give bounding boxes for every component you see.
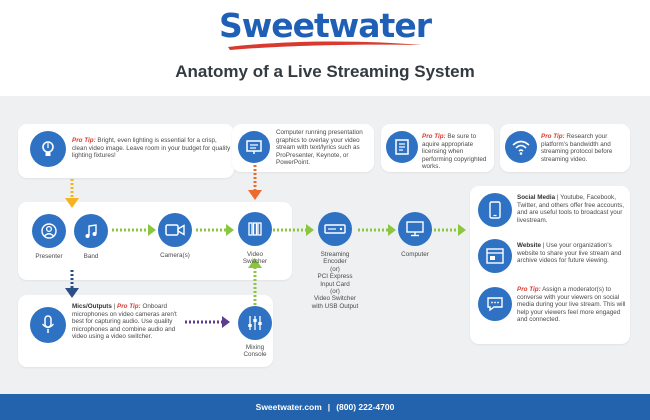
lightbulb-icon <box>30 131 66 167</box>
wifi-icon <box>505 131 537 163</box>
licensing-tip-text: Pro Tip: Be sure to aquire appropriate l… <box>422 133 492 171</box>
brand-logo: Sweetwater <box>219 6 432 45</box>
video-switcher-line-2: Switcher <box>242 258 268 266</box>
pro-tip-label: Pro Tip: <box>117 303 141 310</box>
arrow-head-orange <box>248 190 262 200</box>
separator: | <box>111 303 118 310</box>
pro-tip-label: Pro Tip: <box>541 133 565 140</box>
pro-tip-label: Pro Tip: <box>422 133 446 140</box>
document-icon <box>386 131 418 163</box>
mixing-console-label: Mixing Console <box>230 344 280 359</box>
encoder-line: (or) <box>330 288 340 296</box>
switcher-icon <box>238 212 272 246</box>
encoder-line: PCI Express <box>317 273 353 281</box>
website-heading: Website <box>517 242 542 249</box>
footer-separator: | <box>327 402 331 412</box>
presentation-icon <box>238 131 270 163</box>
music-note-icon <box>74 214 108 248</box>
browser-icon <box>478 239 512 273</box>
mixing-console-line-2: Console <box>243 351 267 359</box>
social-media-heading: Social Media <box>517 194 556 201</box>
encoder-label: Streaming Encoder (or) PCI Express Input… <box>300 251 370 310</box>
footer-phone[interactable]: (800) 222-4700 <box>336 402 395 412</box>
computer-label: Computer <box>401 251 429 258</box>
video-switcher-label: Video Switcher <box>230 251 280 266</box>
moderator-tip-body: Assign a moderator(s) to converse with y… <box>517 286 626 324</box>
cameras-label: Camera(s) <box>160 252 190 259</box>
mics-outputs-heading: Mics/Outputs <box>72 303 112 310</box>
social-media-body: | Youtube, Facebook, Twitter, and others… <box>517 194 624 224</box>
brand-swoosh <box>228 41 422 50</box>
website-body: | Use your organization's website to sha… <box>517 242 622 265</box>
bandwidth-tip-text: Pro Tip: Research your platform's bandwi… <box>541 133 627 163</box>
encoder-line: Encoder <box>323 258 347 266</box>
lighting-tip-text: Pro Tip: Bright, even lighting is essent… <box>72 137 232 160</box>
smartphone-icon <box>478 193 512 227</box>
person-icon <box>32 214 66 248</box>
social-media-text: Social Media | Youtube, Facebook, Twitte… <box>517 194 627 224</box>
arrow-head-yellow <box>65 198 79 208</box>
page-title: Anatomy of a Live Streaming System <box>175 62 475 81</box>
chat-icon <box>478 287 512 321</box>
mics-tip-body: Onboard microphones on video cameras are… <box>72 303 177 341</box>
graphics-tip-text: Computer running presentation graphics t… <box>276 129 363 167</box>
encoder-line: Video Switcher <box>314 295 356 303</box>
footer-website-link[interactable]: Sweetwater.com <box>255 402 322 412</box>
bandwidth-tip-body: Research your platform's bandwidth and s… <box>541 133 613 163</box>
encoder-line: Streaming <box>320 251 350 258</box>
header: Sweetwater Anatomy of a Live Streaming S… <box>0 0 650 95</box>
footer: Sweetwater.com | (800) 222-4700 <box>0 394 650 420</box>
video-camera-icon <box>158 213 192 247</box>
fader-icon <box>238 306 272 340</box>
mics-tip-text: Mics/Outputs | Pro Tip: Onboard micropho… <box>72 303 180 341</box>
moderator-tip-text: Pro Tip: Assign a moderator(s) to conver… <box>517 286 627 324</box>
licensing-tip-body: Be sure to aquire appropriate licensing … <box>422 133 487 171</box>
encoder-line: (or) <box>330 265 340 273</box>
video-switcher-line-1: Video <box>247 251 263 258</box>
encoder-line: Input Card <box>320 280 350 288</box>
band-label: Band <box>83 253 99 260</box>
website-text: Website | Use your organization's websit… <box>517 242 627 265</box>
pro-tip-label: Pro Tip: <box>72 137 96 144</box>
lighting-tip-body: Bright, even lighting is essential for a… <box>72 137 231 160</box>
encoder-icon <box>318 212 352 246</box>
mixing-console-line-1: Mixing <box>245 344 265 351</box>
pro-tip-label: Pro Tip: <box>517 286 541 293</box>
microphone-icon <box>30 307 66 343</box>
encoder-line: with USB Output <box>311 302 359 310</box>
monitor-icon <box>398 212 432 246</box>
presenter-label: Presenter <box>35 253 63 260</box>
